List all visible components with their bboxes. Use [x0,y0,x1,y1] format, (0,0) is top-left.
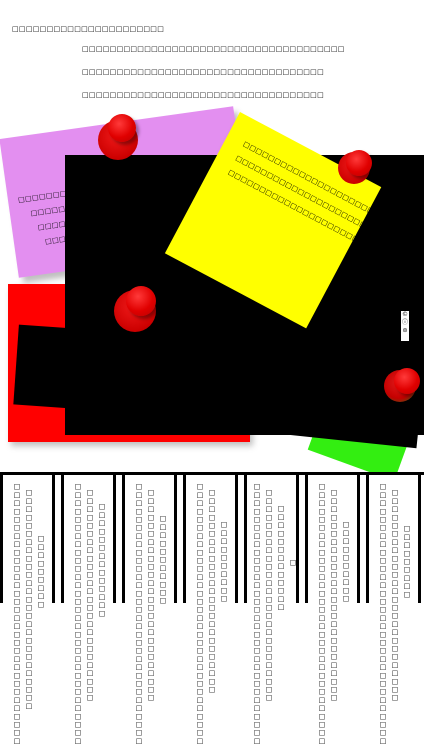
tab-text: □□□□□□□□□□□□□□□□□□□□□□□□□□□□□□□□ [318,483,326,745]
tab-text: □□□□□□□□□□□□□□□□□□□□□□□□□□ [330,489,338,703]
pushpin-pink-note[interactable] [98,114,138,160]
pushpin-head [394,368,420,394]
tear-off-tab[interactable]: □□□□□□□□□□□□□□□□□□□□□□□□□□□□□□□□ □□□□□□□… [122,475,177,745]
tab-text: □□□□□□□□□□□□□□□□□□□□□□□□□□□□□□□□ [253,483,261,745]
subtitle-line-1: □□□□□□□□□□□□□□□□□□□□□□□□□□□□□□□□□□□□□□ [82,45,345,53]
tab-text: □□□□□□□□□□□□□□□□□□□□□□□□□□ [391,489,399,703]
pushpin-center[interactable] [114,286,160,336]
tear-off-tab[interactable]: □□□□□□□□□□□□□□□□□□□□□□□□□□□□□□□□ □□□□□□□… [366,475,421,745]
tear-off-tab[interactable]: □□□□□□□□□□□□□□□□□□□□□□□□□□□□□□□□ □□□□□□□… [61,475,116,745]
pushpin-head [126,286,156,316]
tab-text: □□□□□□□□□□□ [159,515,167,606]
pushpin-head [108,114,136,142]
tear-off-tab[interactable]: □□□□□□□□□□□□□□□□□□□□□□□□□□□□□□□□ □□□□□□□… [183,475,238,745]
tab-text: □□□□□□□□□□□□□□ [98,503,106,618]
tab-text: □□□□□□□□□□□□□□□□□□□□□□□□□□ [86,489,94,703]
pushpin-yellow-note[interactable] [338,150,374,188]
black-panel-left [13,324,119,412]
tab-text: □□□□□□□□□ [403,525,411,599]
pushpin-right[interactable] [384,368,420,404]
subtitle-line-2: □□□□□□□□□□□□□□□□□□□□□□□□□□□□□□□□□□□ [82,68,324,76]
subtitle-line-3: □□□□□□□□□□□□□□□□□□□□□□□□□□□□□□□□□□□ [82,91,324,99]
tab-text: □□□□□□□□□□□□□ [277,505,285,612]
tear-off-tab[interactable]: □□□□□□□□□□□□□□□□□□□□□□□□□□□□□□□□ □□□□□□□… [244,475,299,745]
tab-text: □□□□□□□□□□□□□□□□□□□□□□□□□□□□□□□□ [74,483,82,745]
tab-text: □□□□□□□□□□□□□□□□□□□□□□□□□ [208,489,216,694]
tab-text: □□□□□□□□□□ [220,521,228,603]
tab-text: □□□□□□□□□□□□□□□□□□□□□□□□□□ [265,489,273,703]
tear-off-tab[interactable]: □□□□□□□□□□□□□□□□□□□□□□□□□□□□□□□□ □□□□□□□… [0,475,55,745]
tab-text: □□□□□□□□□□□□□□□□□□□□□□□□□□□□□□□□ [135,483,143,745]
tab-text: □□□□□□□□□□□□□□□□□□□□□□□□□□ [147,489,155,703]
tab-text: □ [289,559,297,568]
tab-text: □□□□□□□□□ [37,535,45,609]
page-title: □□□□□□□□□□□□□□□□□□□□□□ [12,25,165,33]
license-badge: © ⓘ ⊜ [400,310,410,342]
tab-text: □□□□□□□□□□□□□□□□□□□□□□□□□□□□□□□□ [13,483,21,745]
pushpin-head [346,150,372,176]
tab-text: □□□□□□□□□□□□□□□□□□□□□□□□□□□□□□□□ [379,483,387,745]
tear-off-tab[interactable]: □□□□□□□□□□□□□□□□□□□□□□□□□□□□□□□□ □□□□□□□… [305,475,360,745]
tear-off-tabs: □□□□□□□□□□□□□□□□□□□□□□□□□□□□□□□□ □□□□□□□… [0,472,424,745]
tab-text: □□□□□□□□□□□□□□□□□□□□□□□□□□□□□□□□ [196,483,204,745]
tab-text: □□□□□□□□□□ [342,521,350,603]
